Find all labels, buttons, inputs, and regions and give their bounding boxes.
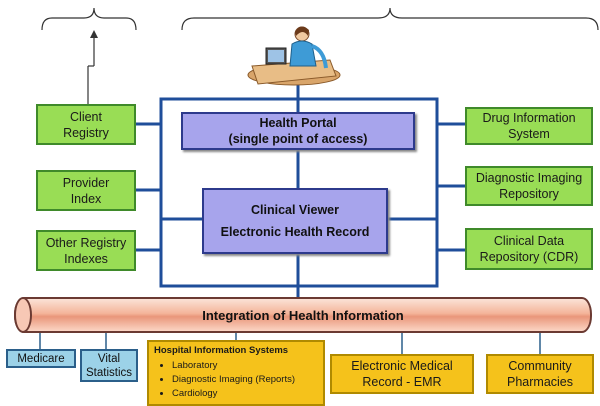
clinical-viewer-line1: Clinical Viewer <box>250 203 339 217</box>
his-title: Hospital Information Systems <box>154 345 289 356</box>
left-top-bracket <box>41 7 137 31</box>
integration-bar: Integration of Health Information <box>14 297 592 333</box>
client-arrow-head <box>90 30 98 38</box>
user-at-computer-icon <box>247 26 341 86</box>
emr-line1: Electronic Medical <box>351 359 453 373</box>
other-registry-line2: Indexes <box>64 251 108 266</box>
integration-bar-cap <box>14 297 32 333</box>
drug-information-line1: Drug Information <box>482 111 576 125</box>
integration-bar-label: Integration of Health Information <box>202 307 404 323</box>
his-list: Laboratory Diagnostic Imaging (Reports) … <box>154 359 318 401</box>
vital-line1: Vital <box>97 352 121 365</box>
his-item-diagnostic-imaging: Diagnostic Imaging (Reports) <box>172 373 318 387</box>
health-portal-line1: Health Portal <box>259 116 337 130</box>
other-registry-line1: Other Registry <box>45 235 127 250</box>
clinical-data-line2: Repository (CDR) <box>479 250 579 264</box>
provider-index-line2: Index <box>70 191 102 206</box>
health-portal-box: Health Portal (single point of access) <box>181 112 415 150</box>
hospital-information-systems-box: Hospital Information Systems Laboratory … <box>147 340 325 406</box>
health-portal-line2: (single point of access) <box>228 132 368 146</box>
client-registry-line2: Registry <box>63 125 109 140</box>
diagnostic-imaging-line1: Diagnostic Imaging <box>475 171 583 185</box>
drug-information-line2: System <box>508 127 550 141</box>
emr-line2: Record - EMR <box>362 375 442 389</box>
provider-index-line1: Provider <box>62 175 110 190</box>
pharmacies-line2: Pharmacies <box>507 375 573 389</box>
clinical-data-line1: Clinical Data <box>493 234 565 248</box>
right-top-bracket <box>181 7 599 31</box>
medicare-label: Medicare <box>17 352 65 365</box>
diagnostic-imaging-line2: Repository <box>499 187 559 201</box>
pharmacies-line1: Community <box>508 359 572 373</box>
clinical-viewer-line2: Electronic Health Record <box>220 225 370 239</box>
his-item-laboratory: Laboratory <box>172 359 318 373</box>
vital-line2: Statistics <box>85 366 132 379</box>
medicare-box: Medicare <box>6 349 76 368</box>
his-item-cardiology: Cardiology <box>172 387 318 401</box>
client-registry-line1: Client <box>70 109 102 124</box>
